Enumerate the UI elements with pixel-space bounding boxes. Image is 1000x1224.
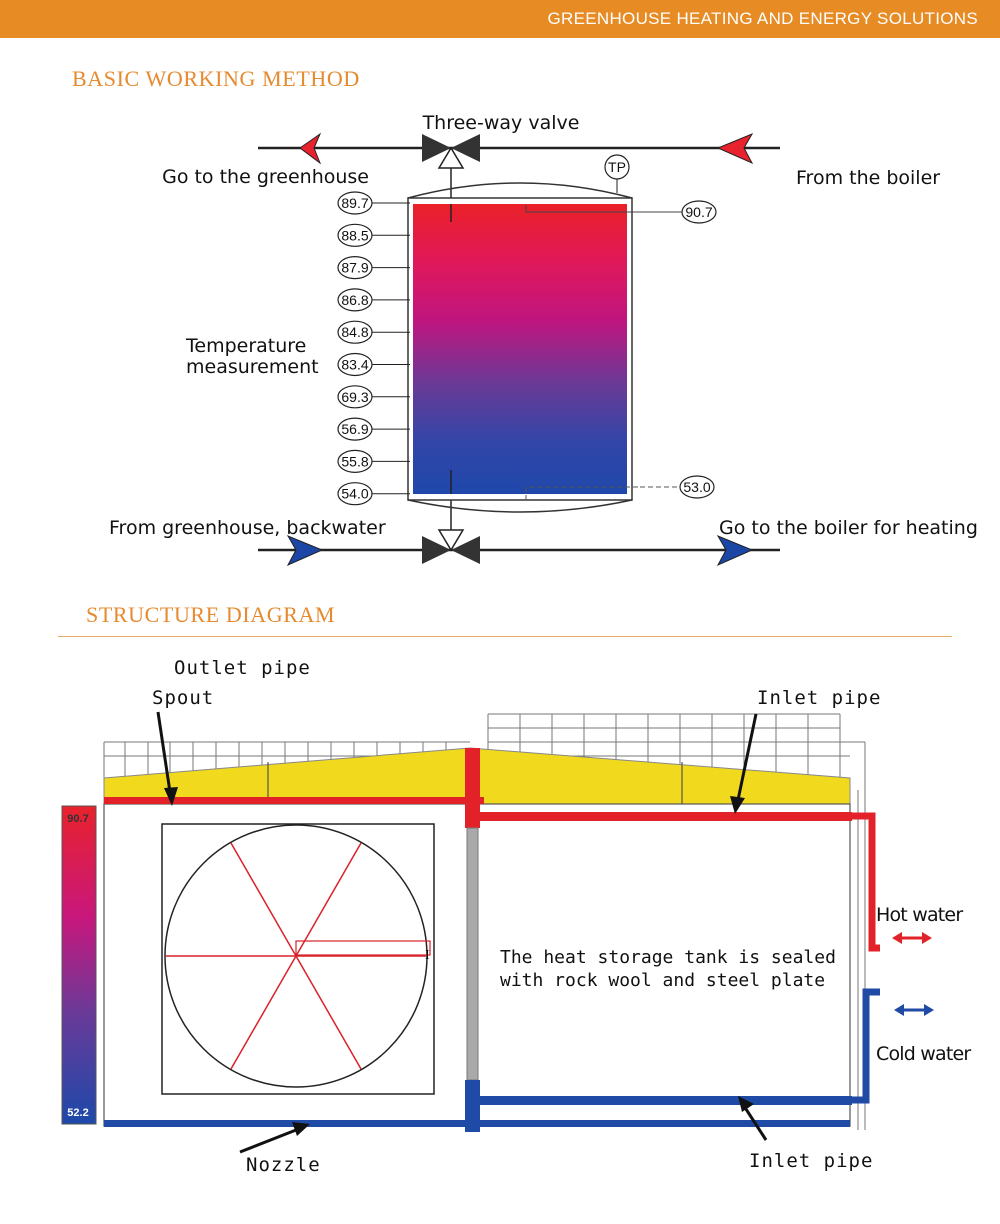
cold-water-arrow-icon (894, 1004, 934, 1016)
top-banner: GREENHOUSE HEATING AND ENERGY SOLUTIONS (0, 0, 1000, 38)
scale-max: 90.7 (67, 813, 88, 825)
section-title-working-method: BASIC WORKING METHOD (72, 66, 360, 91)
from-greenhouse-backwater-label: From greenhouse, backwater (109, 517, 386, 539)
top-outlet-reading: 90.7 (685, 204, 712, 220)
bottom-outlet-reading-badge (679, 475, 715, 499)
cold-water-label: Cold water (876, 1043, 971, 1065)
sensor-badge (337, 320, 373, 344)
sensor-badge (337, 223, 373, 247)
inlet-pipe-bottom-label: Inlet pipe (749, 1150, 873, 1172)
outlet-pipe-hot (104, 797, 484, 804)
three-way-valve-label: Three-way valve (422, 112, 580, 134)
diffuser-circle (164, 824, 428, 1088)
center-riser-hot (465, 748, 480, 828)
flow-arrow-icon (286, 534, 324, 567)
sensor-badge (337, 256, 373, 280)
inlet-pipe-cold (480, 1096, 852, 1105)
sensor-badge (337, 482, 373, 506)
tank-temperature-gradient (413, 204, 627, 494)
banner-title: GREENHOUSE HEATING AND ENERGY SOLUTIONS (547, 9, 978, 28)
sensor-readings: 89.7 88.5 87.9 86.8 84.8 83.4 69.3 56.9 55.8 54.0 (337, 191, 410, 506)
bottom-pipe-cold (104, 1120, 850, 1127)
sensor-reading: 55.8 (341, 453, 368, 469)
sensor-reading: 87.9 (341, 260, 368, 276)
tank-note: The heat storage tank is sealed with roc… (500, 947, 836, 991)
structure-diagram: I 90.7 52.2 Outlet pipe Spo (61, 657, 972, 1176)
annotation-arrows (156, 711, 768, 1154)
outlet-pipe-label: Outlet pipe (174, 657, 311, 679)
sensor-reading: 89.7 (341, 195, 368, 211)
hot-water-arrow-icon (892, 932, 932, 944)
flow-arrow-icon (299, 132, 322, 165)
from-boiler-label: From the boiler (796, 167, 940, 189)
sensor-reading: 83.4 (341, 357, 368, 373)
sensor-badge (337, 385, 373, 409)
spout-label: Spout (152, 687, 214, 709)
inlet-pipe-top-label: Inlet pipe (757, 687, 881, 709)
temperature-measurement-label: Temperature (185, 335, 306, 357)
hot-water-outlet-pipe (852, 812, 880, 952)
sensor-badge (337, 191, 373, 215)
flow-arrow-icon (716, 534, 754, 567)
tank-bottom-dome (407, 499, 633, 513)
top-outlet-reading-badge (681, 200, 717, 224)
tp-label: TP (608, 159, 626, 175)
temperature-measurement-label-2: measurement (186, 356, 319, 378)
hot-water-label: Hot water (876, 904, 963, 926)
go-to-greenhouse-label: Go to the greenhouse (162, 166, 369, 188)
three-way-valve-bottom-icon (422, 529, 480, 564)
center-riser-cold (465, 1080, 480, 1132)
go-to-boiler-label: Go to the boiler for heating (719, 517, 978, 539)
center-insulation (466, 827, 479, 1081)
sensor-badge (337, 288, 373, 312)
sensor-reading: 88.5 (341, 227, 368, 243)
sensor-reading: 56.9 (341, 421, 368, 437)
sensor-reading: 86.8 (341, 292, 368, 308)
tank-top-dome (407, 182, 633, 199)
sensor-reading: 69.3 (341, 389, 368, 405)
diffuser-spokes (166, 842, 426, 1070)
inlet-pipe-hot (480, 812, 852, 821)
temperature-scale (61, 805, 97, 1125)
working-method-diagram: TP 89.7 88.5 87.9 86.8 84.8 83.4 69.3 56.9 55.8 5… (109, 112, 978, 567)
three-way-valve-top-icon (422, 134, 480, 169)
scale-min: 52.2 (67, 1107, 88, 1119)
svg-text:I: I (425, 948, 430, 963)
sensor-reading: 84.8 (341, 324, 368, 340)
bottom-outlet-reading: 53.0 (683, 479, 710, 495)
sensor-reading: 54.0 (341, 486, 368, 502)
nozzle-label: Nozzle (246, 1154, 321, 1176)
section-title-structure: STRUCTURE DIAGRAM (86, 602, 336, 627)
cold-water-inlet-pipe (852, 988, 880, 1104)
flow-arrow-icon (716, 132, 754, 165)
sensor-badge (337, 417, 373, 441)
sensor-badge (337, 352, 373, 377)
sensor-badge (337, 449, 373, 473)
section-divider (58, 636, 952, 637)
